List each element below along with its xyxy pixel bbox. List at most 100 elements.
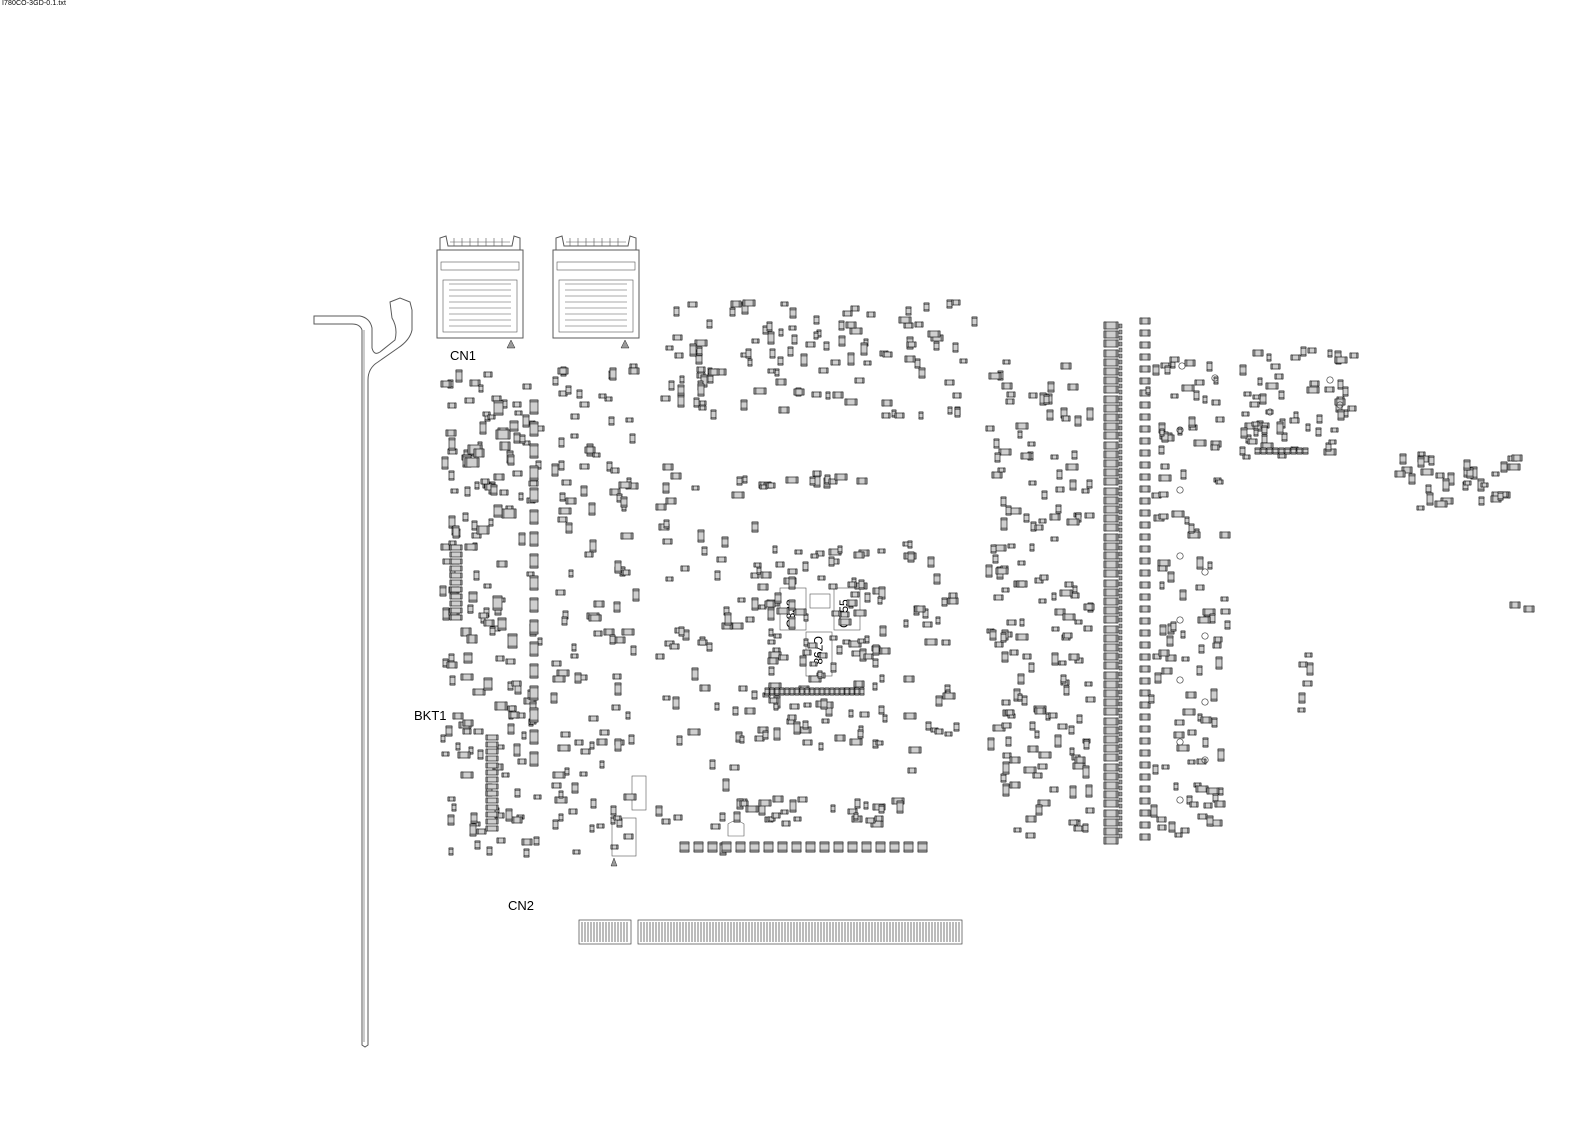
smd-component	[1304, 652, 1313, 658]
smd-component	[693, 841, 704, 853]
smd-component	[570, 433, 579, 439]
smd-component	[854, 687, 860, 696]
smd-component	[552, 376, 559, 386]
smd-component	[485, 804, 499, 811]
smd-component	[894, 412, 905, 419]
smd-component	[1139, 569, 1151, 577]
smd-component	[1068, 653, 1080, 661]
smd-component	[529, 421, 539, 437]
smd-component	[611, 704, 621, 711]
smd-component	[474, 840, 481, 850]
smd-component	[614, 560, 622, 574]
smd-component	[561, 479, 572, 486]
smd-component	[599, 760, 605, 769]
smd-component	[1196, 556, 1204, 570]
smd-component	[1061, 415, 1071, 422]
smd-component	[1139, 509, 1151, 517]
smd-component	[710, 409, 717, 420]
smd-component	[691, 667, 699, 681]
smd-component	[787, 346, 794, 357]
smd-component	[1189, 801, 1199, 808]
smd-component	[1426, 492, 1434, 506]
smd-component	[774, 368, 780, 377]
smd-component	[1029, 543, 1035, 552]
smd-component	[485, 818, 499, 825]
smd-component	[763, 841, 774, 853]
smd-component	[809, 476, 816, 486]
smd-component	[1023, 766, 1037, 774]
smd-component	[629, 363, 638, 369]
smd-component	[1347, 405, 1357, 412]
smd-component	[485, 734, 499, 741]
smd-component	[660, 395, 671, 402]
smd-component	[858, 579, 865, 590]
smd-component	[853, 812, 859, 821]
smd-component	[791, 334, 798, 345]
smd-component	[906, 341, 917, 348]
smd-component	[1071, 450, 1078, 460]
smd-component	[1139, 473, 1151, 481]
smd-component	[769, 687, 775, 696]
smd-component	[1103, 450, 1119, 459]
smd-component	[903, 322, 914, 329]
smd-component	[1463, 480, 1472, 486]
smd-component	[812, 470, 822, 477]
smd-component	[1032, 772, 1043, 779]
smd-component	[745, 616, 755, 623]
smd-component	[1103, 698, 1119, 707]
smd-component	[1261, 425, 1268, 435]
smd-component	[1103, 671, 1119, 680]
smd-component	[483, 583, 492, 589]
smd-component	[751, 597, 759, 611]
smd-component	[513, 432, 521, 444]
smd-component	[610, 844, 619, 850]
smd-component	[485, 762, 499, 769]
smd-component	[1242, 454, 1251, 460]
smd-component	[596, 738, 608, 746]
smd-component	[630, 645, 637, 656]
smd-component	[802, 720, 809, 730]
smd-component	[489, 626, 496, 636]
smd-component	[1103, 661, 1119, 670]
smd-component	[751, 338, 760, 344]
smd-component	[1007, 543, 1016, 549]
smd-component	[794, 549, 803, 555]
smd-component	[529, 443, 539, 459]
smd-component	[1017, 430, 1023, 439]
smd-component	[462, 728, 472, 735]
smd-component	[493, 473, 505, 481]
smd-component	[1039, 574, 1049, 581]
smd-component	[439, 585, 447, 597]
smd-component	[588, 614, 602, 622]
smd-component	[558, 437, 565, 448]
smd-component	[773, 633, 782, 639]
smd-component	[558, 460, 565, 471]
smd-component	[1139, 557, 1151, 565]
smd-component	[551, 463, 559, 477]
smd-component	[1005, 505, 1012, 516]
smd-component	[768, 666, 775, 676]
smd-component	[449, 558, 463, 565]
smd-component	[1300, 346, 1307, 357]
smd-component	[529, 399, 539, 415]
smd-component	[571, 643, 577, 652]
smd-component	[1056, 469, 1063, 480]
smd-component	[621, 628, 635, 636]
smd-component	[872, 739, 879, 749]
smd-component	[1160, 362, 1171, 369]
smd-component	[1219, 531, 1231, 539]
smd-component	[580, 748, 591, 755]
smd-component	[753, 387, 767, 395]
smd-component	[907, 540, 913, 549]
smd-component	[1034, 730, 1040, 739]
smd-component	[819, 841, 830, 853]
smd-component	[1103, 487, 1119, 496]
smd-component	[1181, 384, 1195, 392]
smd-component	[507, 633, 518, 649]
smd-component	[1150, 804, 1158, 818]
smd-component	[853, 680, 865, 688]
smd-component	[662, 463, 674, 471]
smd-component	[1103, 735, 1119, 744]
smd-component	[448, 653, 455, 663]
smd-component	[522, 383, 532, 390]
